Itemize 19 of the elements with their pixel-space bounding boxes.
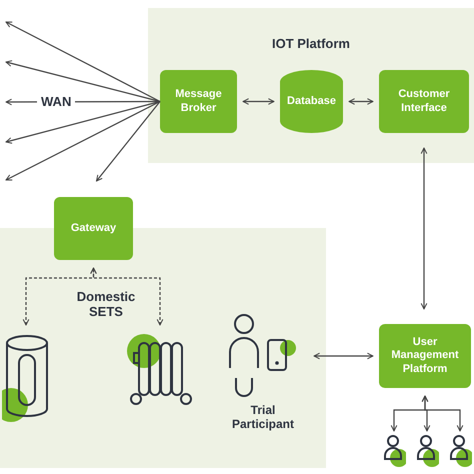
dashed-arrow xyxy=(90,268,164,326)
arrow xyxy=(242,98,274,105)
panel-title: IOT Platform xyxy=(270,36,351,51)
process-box: Message Broker xyxy=(160,70,237,133)
arrow xyxy=(96,101,160,182)
arrow xyxy=(6,60,160,102)
arrow xyxy=(6,21,160,102)
group-label: Domestic SETS xyxy=(76,290,136,320)
participant-label: Trial Participant xyxy=(230,404,295,432)
arrow xyxy=(348,98,374,105)
process-box: Customer Interface xyxy=(379,70,469,133)
arrow xyxy=(314,352,374,360)
arrow xyxy=(422,396,464,432)
arrow xyxy=(6,100,160,144)
arrow xyxy=(420,148,428,310)
platform-panel: IOT Platform Message Broker Database Customer Interface xyxy=(148,8,474,163)
arrow xyxy=(6,100,160,181)
process-box: User Management Platform xyxy=(379,324,471,388)
process-box: Gateway xyxy=(54,197,133,260)
